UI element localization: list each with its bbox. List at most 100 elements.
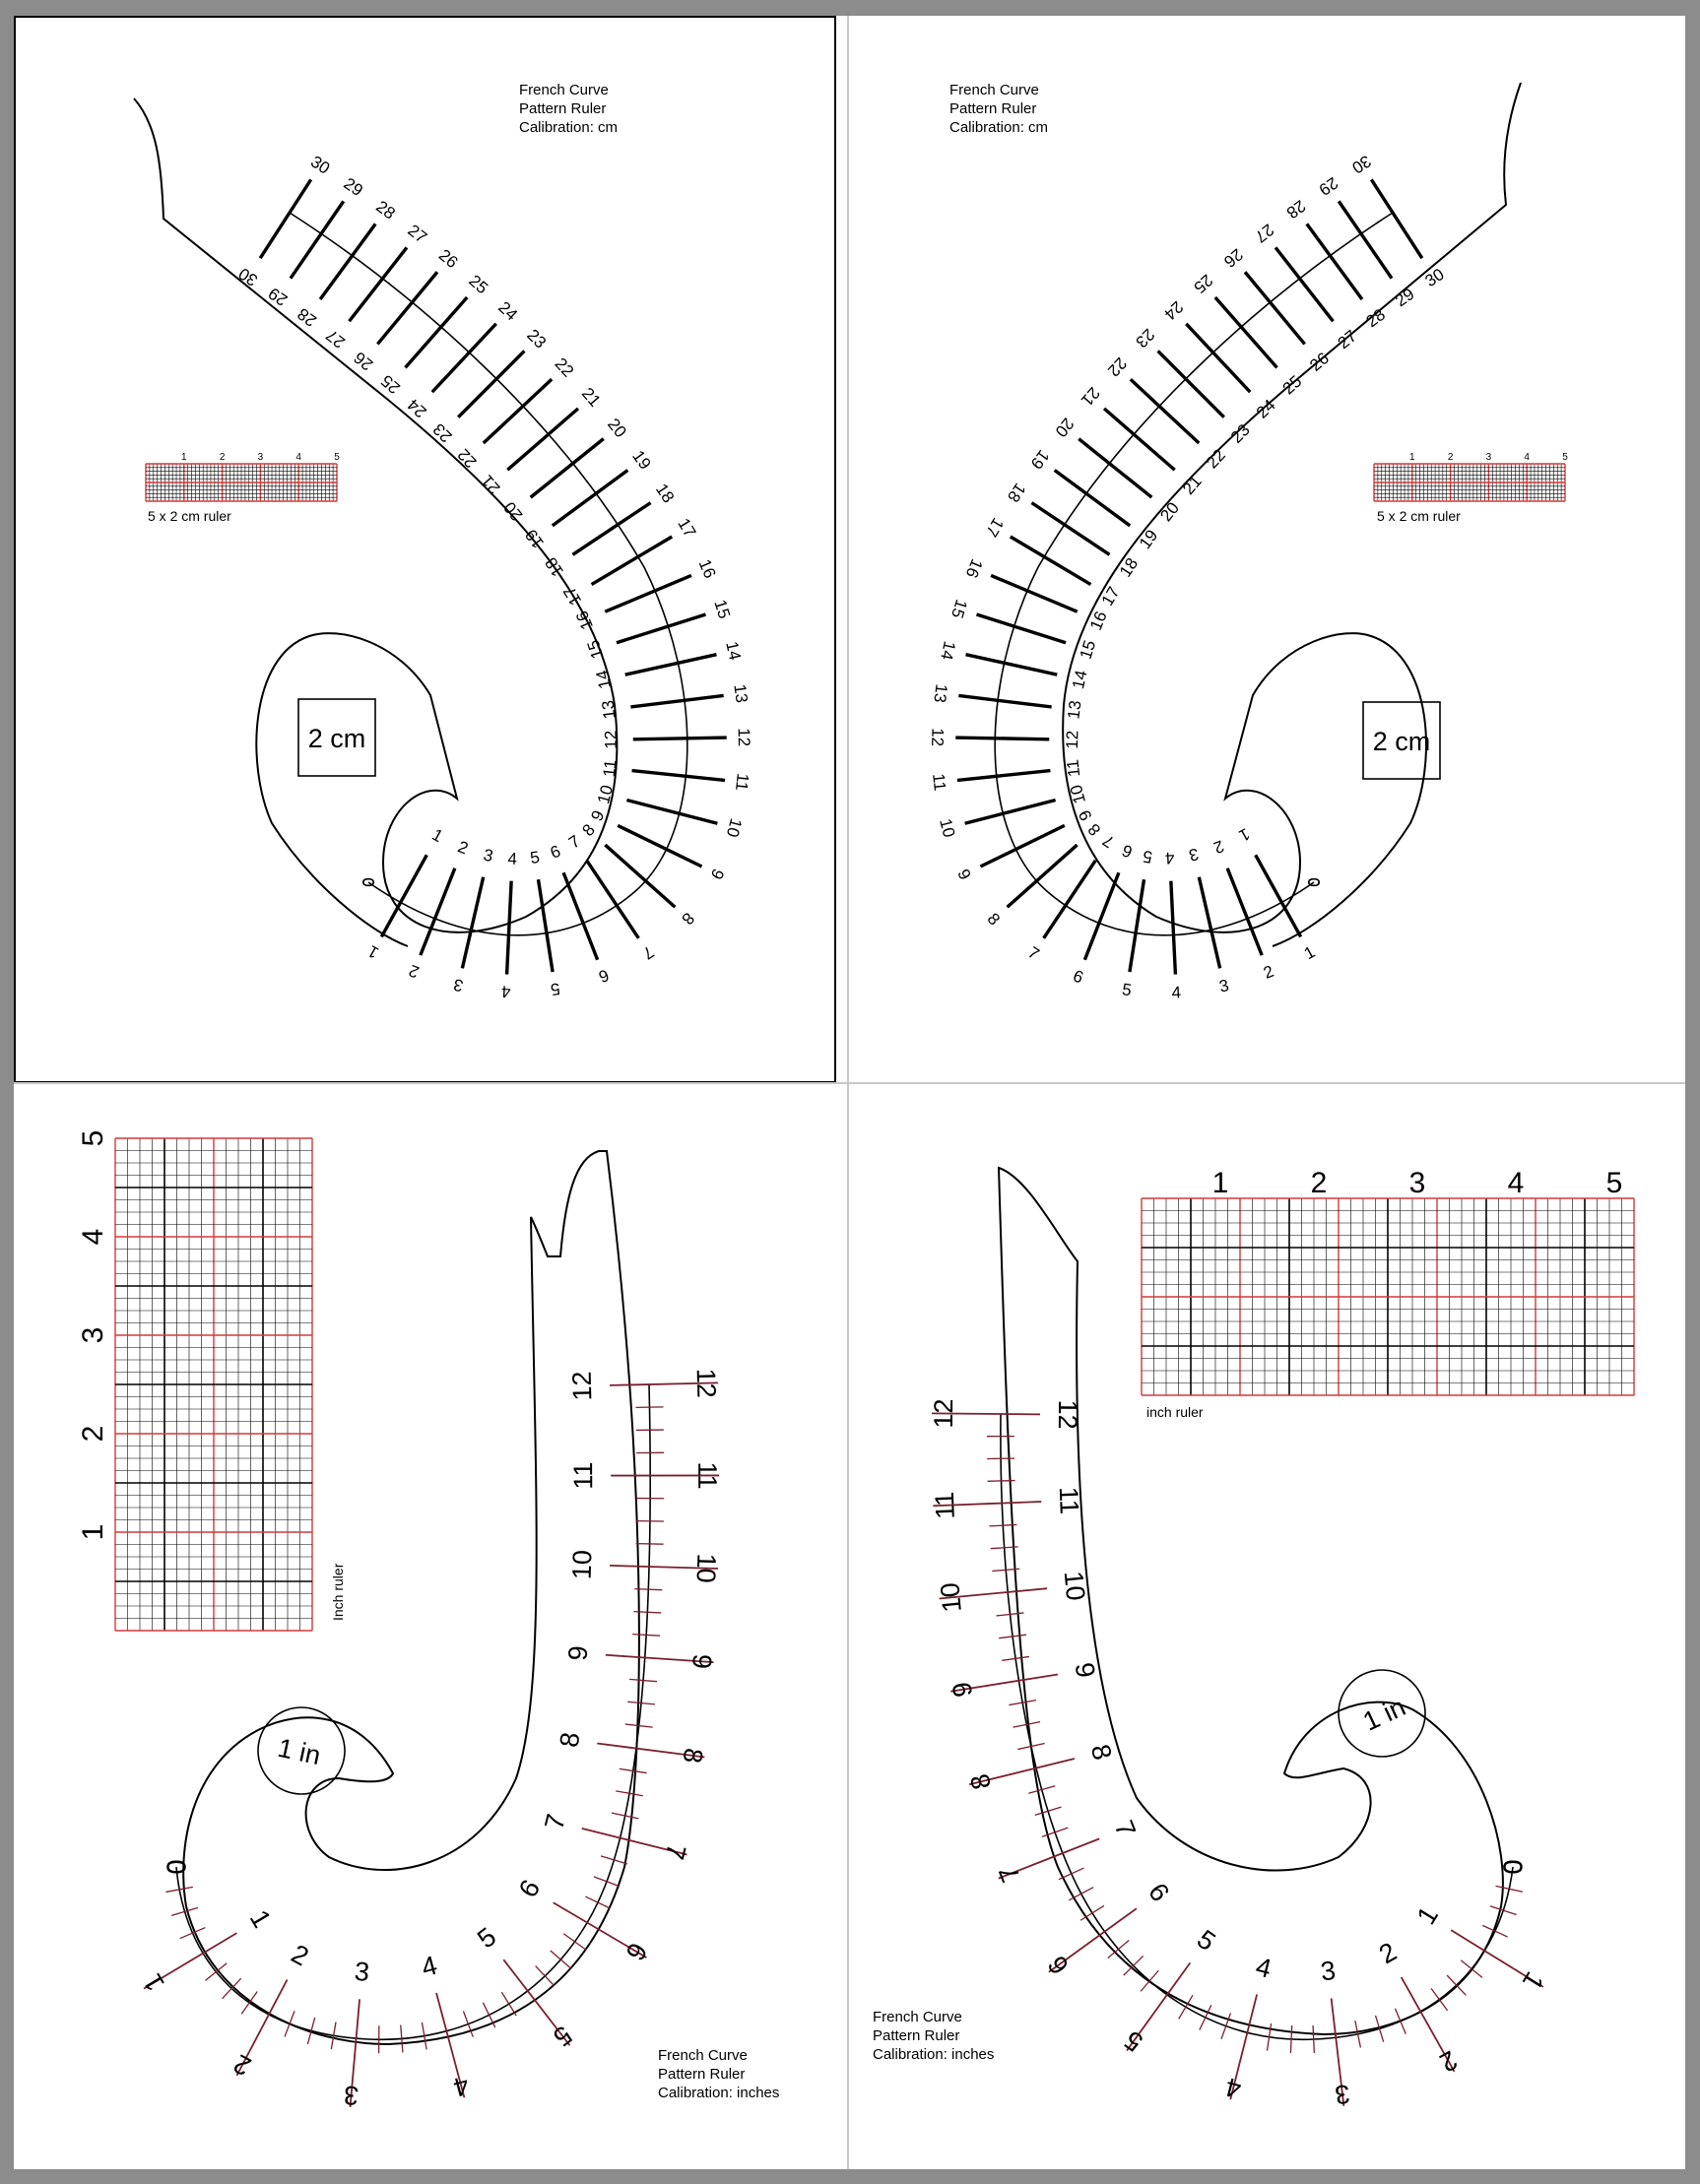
inch-label-inner: 12 — [691, 1368, 722, 1398]
inch-label-outer: 3 — [354, 1957, 371, 1987]
cm-label-outer: 28 — [1363, 305, 1389, 332]
panel3-ruler-caption: Inch ruler — [330, 1563, 346, 1621]
inch-label-outer: 12 — [1053, 1399, 1082, 1429]
inch-tick-major — [1400, 1976, 1456, 2073]
inch-tick-major — [1450, 1929, 1544, 1988]
inch-tick-minor — [987, 1479, 1015, 1482]
cm-label-outer: 4 — [507, 849, 517, 867]
inch-tick-minor — [1123, 1955, 1144, 1976]
cm-label-outer: 27 — [322, 326, 349, 353]
inch-label-inner: 7 — [659, 1841, 691, 1863]
cm-label-inner: 8 — [984, 910, 1004, 930]
inch-tick-minor — [222, 1977, 242, 2000]
inch-tick-minor — [1220, 2013, 1232, 2040]
inch-tick-minor — [1481, 1924, 1508, 1938]
cm-tick — [1082, 871, 1121, 961]
cm-tick — [585, 859, 640, 939]
ruler-number: 1 — [77, 1524, 109, 1541]
inch-tick-minor — [635, 1406, 664, 1409]
french-curve-cm-right-outline — [1062, 82, 1522, 947]
cm-label-inner: 28 — [372, 197, 398, 224]
cm-label-outer: 5 — [1142, 847, 1153, 867]
inch-tick-minor — [611, 1812, 639, 1820]
inch-tick-minor — [535, 1965, 556, 1987]
inch-tick-major — [349, 1999, 360, 2108]
cm-tick — [404, 295, 469, 369]
cm-tick — [1225, 867, 1264, 956]
inch-tick-major — [502, 1959, 571, 2046]
cm-tick — [551, 469, 629, 528]
cm-label-inner: 1 — [1301, 942, 1318, 963]
inch-label-outer: 11 — [1054, 1486, 1084, 1514]
inch-tick-minor — [284, 2011, 295, 2037]
cm-label-outer: 15 — [1077, 638, 1100, 662]
inch-label-outer: 1 — [244, 1905, 277, 1933]
cm-label-inner: 9 — [953, 867, 974, 883]
cm-label-outer: 8 — [578, 820, 598, 840]
inch-tick-minor — [205, 1962, 228, 1981]
inch-tick-major — [998, 1837, 1100, 1880]
cm-label-outer: 18 — [1116, 554, 1142, 580]
inch-tick-minor — [1266, 2023, 1273, 2051]
inch-tick-minor — [1312, 2024, 1315, 2054]
cm-label-outer: 12 — [1063, 731, 1081, 749]
inch-tick-minor — [500, 1991, 517, 2017]
cm-label-inner: 0 — [359, 877, 377, 886]
cm-label-outer: 16 — [1086, 609, 1111, 633]
cm-label-inner: 14 — [722, 640, 745, 663]
cm-tick — [616, 612, 707, 645]
cm-tick — [1030, 501, 1111, 556]
inch-label-outer: 8 — [1085, 1741, 1118, 1763]
cm-label-inner: 12 — [735, 728, 753, 746]
cm-label-inner: 10 — [936, 816, 958, 839]
cm-tick — [318, 223, 377, 301]
cm-tick — [965, 653, 1058, 676]
cm-label-outer: 3 — [482, 846, 494, 867]
cm-label-outer: 5 — [529, 848, 541, 867]
inch-tick-minor — [550, 1950, 572, 1969]
french-curve-cm-left-outline — [133, 97, 619, 947]
cm-label-outer: 2 — [1211, 836, 1227, 857]
cm-label-inner: 21 — [1078, 383, 1104, 410]
panel2-ruler-caption: 5 x 2 cm ruler — [1377, 508, 1461, 524]
ruler-number: 4 — [77, 1229, 109, 1246]
inch-label-inner: 3 — [1334, 2079, 1351, 2110]
inch-tick-major — [597, 1742, 705, 1759]
inch-label-outer: 0 — [1498, 1859, 1528, 1874]
cm-label-outer: 20 — [500, 498, 527, 525]
inch-tick-minor — [1460, 1959, 1483, 1978]
cm-tick — [979, 823, 1066, 868]
inch-label-outer: 1 — [1411, 1901, 1444, 1930]
inch-tick-major — [609, 1565, 719, 1570]
cm-tick — [1128, 878, 1146, 973]
panel1-2cm-box — [297, 698, 376, 777]
cm-tick — [1197, 876, 1222, 969]
cm-label-outer: 15 — [584, 638, 608, 662]
inch-label-inner: 11 — [692, 1461, 722, 1489]
ruler-number: 5 — [1562, 452, 1568, 463]
cm-label-inner: 15 — [948, 597, 971, 620]
inch-label-outer: 4 — [419, 1951, 440, 1983]
cm-label-inner: 29 — [341, 174, 366, 200]
inch-tick-minor — [1489, 1905, 1517, 1916]
cm-label-outer: 0 — [360, 877, 378, 886]
ruler-number: 2 — [1448, 452, 1454, 463]
cm-label-inner: 20 — [1051, 415, 1078, 441]
cm-label-outer: 23 — [429, 419, 456, 446]
cm-label-outer: 10 — [1067, 783, 1089, 805]
cm-label-outer: 21 — [478, 472, 504, 498]
ruler-number: 1 — [1212, 1167, 1229, 1199]
in-right-measure-guide — [1000, 1413, 1514, 2041]
cm-label-outer: 11 — [1063, 758, 1083, 778]
cm-tick — [955, 736, 1050, 741]
cm-tick — [1185, 322, 1252, 394]
cm-label-inner: 17 — [982, 515, 1008, 541]
inch-tick-minor — [1009, 1700, 1037, 1706]
ruler-number: 2 — [77, 1426, 109, 1443]
cm-label-inner: 12 — [928, 728, 947, 746]
cm-tick — [1274, 246, 1335, 323]
inch-label-inner: 3 — [343, 2080, 360, 2110]
inch-tick-major — [609, 1381, 719, 1386]
